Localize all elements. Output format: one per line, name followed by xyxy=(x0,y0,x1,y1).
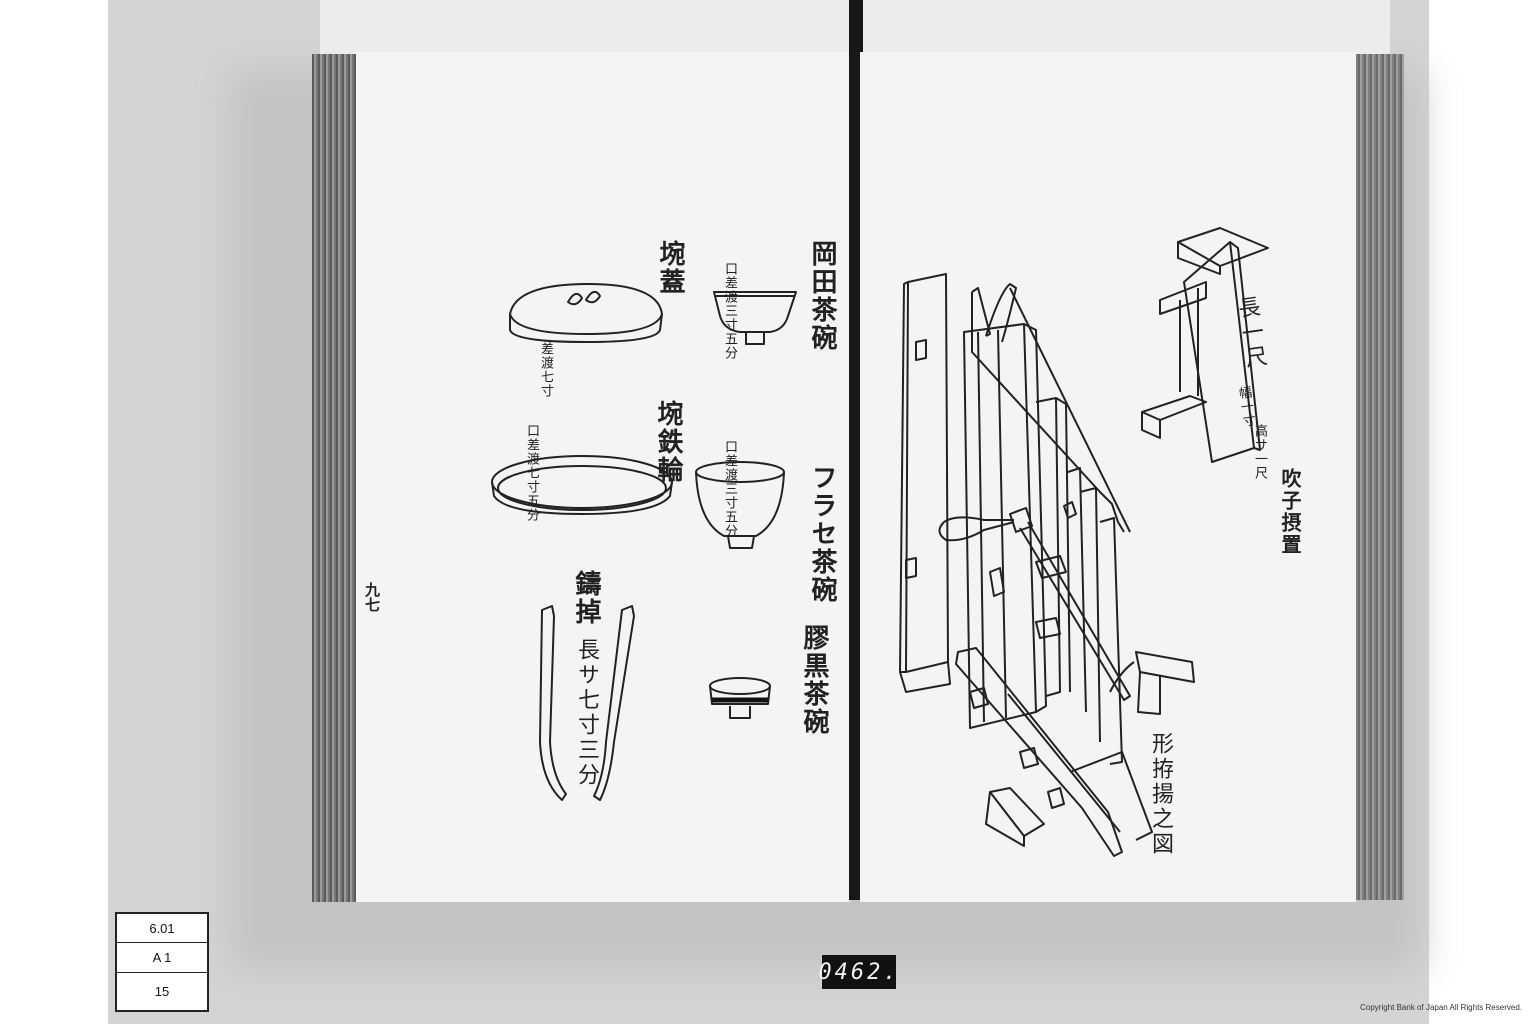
item-name-furase-bowl: フラセ茶碗 xyxy=(807,464,837,604)
crucible-lid-drawing xyxy=(509,283,663,343)
casting-tongs-drawing xyxy=(539,605,635,801)
left-page-edges xyxy=(312,54,356,902)
archive-label-row: 6.01 xyxy=(117,914,207,944)
item-name-kokuro-bowl: 膠黒茶碗 xyxy=(799,624,829,736)
furase-bowl-drawing xyxy=(695,461,785,549)
bellows-caption: 吹子摂置 xyxy=(1278,468,1302,556)
right-page-edges xyxy=(1352,54,1404,900)
item-name-casting-tongs: 鑄掉 xyxy=(571,570,601,626)
item-dimension-crucible-ring: 口差渡七寸五分 xyxy=(524,424,539,522)
copyright-notice: Copyright Bank of Japan All Rights Reser… xyxy=(1360,1003,1522,1012)
frame-number: 0462. xyxy=(818,955,897,989)
kokuro-bowl-drawing xyxy=(709,677,771,719)
book-spine xyxy=(849,0,863,900)
crucible-ring-drawing xyxy=(491,455,673,515)
item-name-okada-bowl: 岡田茶碗 xyxy=(807,240,837,352)
archive-label-card: 6.01 A 1 15 xyxy=(115,912,209,1012)
right-page-illustration xyxy=(899,227,1269,857)
page-number: 九七 xyxy=(363,582,381,612)
item-dimension-crucible-lid: 差渡七寸 xyxy=(538,342,553,398)
item-dimension-casting-tongs: 長サ七寸三分 xyxy=(574,638,599,788)
left-page-illustrations xyxy=(491,283,797,801)
bellows-stand-drawing xyxy=(1141,227,1269,463)
casting-frame-drawing xyxy=(899,273,1195,857)
item-dimension-furase-bowl: 口差渡三寸五分 xyxy=(722,440,737,538)
left-page: 九七 岡田茶碗 口差渡三寸五分 フラセ茶碗 口差渡三寸五分 膠黒茶碗 埦蓋 差渡… xyxy=(356,52,850,902)
bellows-height: 高サ一尺 xyxy=(1252,424,1267,480)
item-name-crucible-ring: 埦鉄輪 xyxy=(653,400,683,484)
item-name-crucible-lid: 埦蓋 xyxy=(655,240,685,296)
archive-label-row: A 1 xyxy=(117,943,207,973)
item-dimension-okada-bowl: 口差渡三寸五分 xyxy=(722,262,737,360)
okada-bowl-drawing xyxy=(713,291,797,345)
figure-title: 形拵揚之図 xyxy=(1148,732,1173,857)
right-page: 吹子摂置 高サ一尺 長一尺 幅一寸 形拵揚之図 xyxy=(860,52,1356,902)
archive-label-row: 15 xyxy=(154,983,170,999)
